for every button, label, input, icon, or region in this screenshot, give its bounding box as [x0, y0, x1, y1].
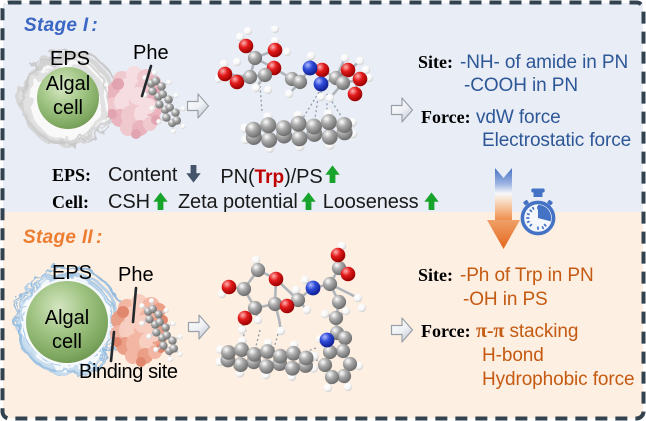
- text-stage1-force-line2: Electrostatic force: [482, 130, 632, 151]
- stopwatch-icon: [520, 188, 556, 236]
- text-middle-eps-label: EPS:: [52, 165, 92, 185]
- decrease-arrow-icon: [186, 165, 202, 183]
- increase-arrow-icon: [153, 192, 168, 210]
- text-stage2-cell-line2: cell: [51, 331, 82, 353]
- stage1-eps-label: EPS: [50, 48, 91, 70]
- stage2-right-arrow-icon-1: [187, 314, 211, 340]
- stage2-title: Stage II:: [23, 227, 103, 249]
- text-stage2-force-label: Force:: [421, 321, 471, 341]
- stage2-site-line1: Site: -Ph of Trp in PN: [418, 265, 594, 287]
- text-stage1-site-line1: -NH- of amide in PN: [460, 52, 629, 73]
- stage2-site-line2: -OH in PS: [463, 289, 548, 311]
- increase-arrow-icon: [423, 192, 439, 210]
- text-stage1-site-label: Site:: [418, 52, 453, 72]
- stage1-phe-label: Phe: [133, 42, 169, 64]
- text-stage2-site-label: Site:: [418, 265, 453, 285]
- text-middle-pn-prefix: PN(: [220, 166, 255, 188]
- stage2-phe-label: Phe: [118, 264, 154, 286]
- text-stage2-force-line3: Hydrophobic force: [482, 369, 635, 390]
- text-stage1-force-line1: vdW force: [476, 107, 561, 128]
- text-middle-content: Content: [108, 164, 178, 186]
- text-middle-trp: Trp: [254, 167, 285, 188]
- text-stage1-cell-line2: cell: [52, 97, 83, 119]
- stage1-molecule-model: [215, 26, 374, 153]
- text-stage1-title-colon: :: [91, 15, 99, 36]
- text-stage1-title: Stage I: [24, 15, 89, 36]
- text-stage2-force-pi: π-π: [476, 320, 505, 342]
- text-stage2-force-line2: H-bond: [482, 345, 544, 366]
- text-middle-csh: CSH: [108, 191, 150, 213]
- text-stage2-title-colon: :: [95, 227, 103, 248]
- text-stage2-site-line2: -OH in PS: [463, 289, 548, 310]
- middle-eps-row: EPS: Content PN(Trp)/PS: [52, 164, 340, 188]
- text-stage1-site-line2: -COOH in PN: [464, 75, 578, 96]
- stage2-force-line2: H-bond: [482, 345, 544, 367]
- text-stage2-force-line1-rest: stacking: [504, 321, 579, 342]
- stage2-right-arrow-icon-2: [390, 317, 414, 343]
- increase-arrow-icon: [324, 165, 340, 183]
- stage1-right-arrow-icon-2: [390, 97, 414, 123]
- text-middle-looseness: Looseness: [322, 191, 419, 213]
- middle-cell-row: Cell: CSH Zeta potential Looseness: [52, 191, 439, 214]
- text-middle-cell-label: Cell:: [52, 192, 89, 212]
- stage1-site-line2: -COOH in PN: [464, 75, 578, 97]
- stage1-right-arrow-icon-1: [186, 93, 210, 119]
- text-middle-zeta: Zeta potential: [177, 191, 298, 213]
- text-middle-pn-suffix: )/PS: [284, 166, 323, 188]
- stage1-site-line1: Site: -NH- of amide in PN: [418, 52, 628, 74]
- molecule-sugar-amide: [215, 26, 374, 153]
- text-stage1-cell-line1: Algal: [45, 73, 91, 95]
- stage2-molecule-model: [215, 241, 367, 393]
- stage2-force-line1: Force:π-π stacking: [421, 320, 578, 343]
- text-stage2-cell-line1: Algal: [44, 307, 90, 329]
- increase-arrow-icon: [301, 192, 316, 210]
- text-stage2-site-line1: -Ph of Trp in PN: [460, 265, 594, 286]
- text-stage1-force-label: Force:: [421, 107, 471, 127]
- molecule-sugar-trp: [215, 241, 367, 393]
- text-stage2-title: Stage II: [23, 227, 93, 248]
- stage2-force-line3: Hydrophobic force: [482, 369, 635, 391]
- stage1-force-line1: Force:vdW force: [421, 107, 561, 129]
- stage2-eps-label: EPS: [52, 262, 93, 284]
- stage2-binding-site-label: Binding site: [79, 361, 178, 383]
- stage1-force-line2: Electrostatic force: [482, 130, 631, 152]
